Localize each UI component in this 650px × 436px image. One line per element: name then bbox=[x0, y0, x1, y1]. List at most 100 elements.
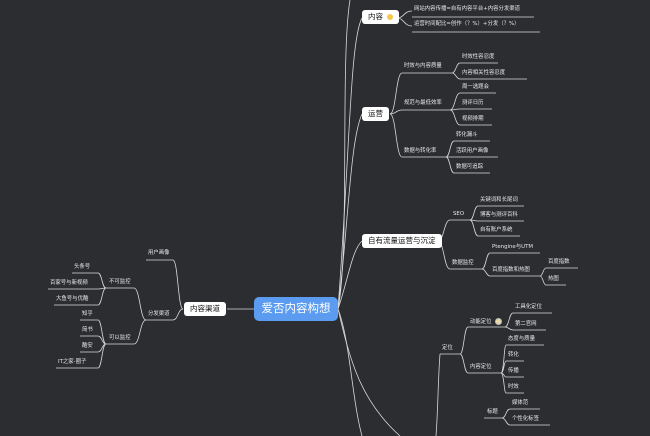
underline-unmon-items bbox=[48, 272, 98, 306]
mon-item-2[interactable]: 简书 bbox=[82, 327, 93, 333]
link-seo-items bbox=[469, 205, 479, 237]
underline-op-g3-items bbox=[454, 140, 498, 174]
traffic-monitor[interactable]: 数据监控 bbox=[452, 260, 474, 266]
unmon-item-1[interactable]: 头条号 bbox=[74, 264, 91, 270]
underline-seo-items bbox=[478, 205, 524, 237]
op-group-1[interactable]: 时效与内容质量 bbox=[404, 63, 442, 69]
baidu-item-2[interactable]: 热图 bbox=[548, 276, 559, 282]
link-dynamic-items bbox=[504, 312, 514, 331]
link-root-bottom bbox=[337, 308, 363, 436]
mon-item-4[interactable]: IT之家-圈子 bbox=[58, 359, 87, 365]
link-op-g2-items bbox=[449, 92, 461, 126]
op-group-2[interactable]: 规范与最低效率 bbox=[404, 100, 442, 106]
link-unmon-items bbox=[97, 272, 107, 306]
link-op-g2 bbox=[389, 109, 403, 115]
op-g3-item-2[interactable]: 活跃用户画像 bbox=[456, 148, 489, 154]
link-content-1 bbox=[396, 10, 413, 19]
op-g2-item-2[interactable]: 测评日历 bbox=[462, 100, 484, 106]
dist-unmonitorable[interactable]: 不可监控 bbox=[109, 279, 131, 285]
unmon-item-3[interactable]: 大鱼号与优酷 bbox=[56, 296, 89, 302]
op-g1-item-1[interactable]: 时效性容忍度 bbox=[462, 54, 495, 60]
content-pos-item-4[interactable]: 时效 bbox=[508, 384, 519, 390]
seo-item-2[interactable]: 博客与测评百科 bbox=[480, 212, 518, 218]
unmon-item-2[interactable]: 百家号与新视频 bbox=[50, 280, 88, 286]
link-content-2 bbox=[396, 17, 413, 27]
op-g2-item-1[interactable]: 周一选题会 bbox=[462, 84, 489, 90]
seo-item-3[interactable]: 自有账户系统 bbox=[480, 227, 513, 233]
channels-distribution[interactable]: 分发渠道 bbox=[148, 311, 170, 317]
link-baidu-items bbox=[539, 267, 547, 286]
seo-item-1[interactable]: 关键词和长尾词 bbox=[480, 197, 518, 203]
link-root-bottom2 bbox=[337, 308, 401, 436]
underline-mon-items bbox=[56, 319, 98, 369]
underline-channels bbox=[146, 259, 173, 321]
traffic-seo[interactable]: SEO bbox=[453, 211, 465, 217]
link-root-traffic bbox=[337, 240, 363, 310]
root-topic[interactable]: 爱否内容构想 bbox=[254, 297, 338, 321]
topic-content[interactable]: 内容 bbox=[362, 10, 399, 24]
link-op-g3 bbox=[389, 113, 403, 158]
link-dist-groups bbox=[133, 287, 147, 345]
star-icon bbox=[387, 14, 393, 20]
link-channels-dist bbox=[172, 308, 184, 321]
link-position-children bbox=[459, 326, 469, 374]
underline-dist-groups bbox=[106, 287, 134, 345]
position-dynamic[interactable]: 动能定位 bbox=[470, 318, 502, 325]
monitor-baidu[interactable]: 百度指数和热图 bbox=[492, 267, 530, 273]
underline-op-g2-items bbox=[460, 92, 496, 126]
underline-content bbox=[412, 16, 540, 33]
mon-item-3[interactable]: 酷安 bbox=[82, 343, 93, 349]
link-root-operation bbox=[337, 113, 363, 310]
star-icon bbox=[494, 318, 502, 325]
content-pos-item-1[interactable]: 态度与质量 bbox=[508, 336, 535, 342]
topic-operation[interactable]: 运营 bbox=[362, 107, 389, 121]
op-g1-item-2[interactable]: 内容相关性容忍度 bbox=[462, 70, 506, 76]
content-item-1[interactable]: 网站内容传播=自有内容平台+内容分发渠道 bbox=[414, 6, 521, 12]
dist-monitorable[interactable]: 可以监控 bbox=[109, 335, 131, 341]
topic-channels[interactable]: 内容渠道 bbox=[184, 302, 226, 316]
link-root-top bbox=[337, 0, 351, 310]
position-title[interactable]: 标题 bbox=[487, 409, 498, 415]
link-title-items bbox=[501, 408, 511, 426]
mon-item-1[interactable]: 知乎 bbox=[82, 311, 93, 317]
link-op-g3-items bbox=[445, 140, 455, 174]
content-pos-item-3[interactable]: 传播 bbox=[508, 368, 519, 374]
underline-title-items bbox=[510, 408, 550, 426]
link-op-g1 bbox=[389, 72, 403, 115]
topic-content-label: 内容 bbox=[368, 12, 383, 21]
underline-traffic bbox=[450, 219, 482, 270]
baidu-item-1[interactable]: 百度指数 bbox=[548, 259, 570, 265]
underline-op-groups bbox=[402, 72, 452, 158]
op-g3-item-3[interactable]: 数据可追踪 bbox=[456, 164, 483, 170]
op-g2-item-3[interactable]: 视频排期 bbox=[462, 116, 484, 122]
channels-user-profile[interactable]: 用户画像 bbox=[148, 250, 170, 256]
topic-traffic[interactable]: 自有流量运营与沉淀 bbox=[362, 234, 442, 248]
title-item-1[interactable]: 媒体范 bbox=[512, 400, 529, 406]
underline-op-g1-items bbox=[460, 62, 527, 80]
underline-monitor-items bbox=[490, 252, 540, 277]
op-g3-item-1[interactable]: 转化漏斗 bbox=[456, 132, 478, 138]
position-dynamic-label: 动能定位 bbox=[470, 319, 492, 325]
link-op-g1-items bbox=[451, 62, 461, 80]
monitor-ptengine[interactable]: Ptengine与UTM bbox=[492, 244, 534, 250]
link-mon-items bbox=[97, 319, 107, 369]
link-channels-user bbox=[172, 259, 184, 310]
position-content[interactable]: 内容定位 bbox=[470, 364, 492, 370]
underline-content-pos-items bbox=[506, 344, 544, 394]
link-monitor-items bbox=[481, 252, 491, 277]
content-pos-item-2[interactable]: 转化 bbox=[508, 352, 519, 358]
underline-position-children bbox=[468, 326, 505, 374]
op-group-3[interactable]: 数据与转化率 bbox=[404, 148, 437, 154]
dynamic-item-1[interactable]: 工具化定位 bbox=[515, 304, 542, 310]
link-content-pos-items bbox=[500, 344, 507, 394]
title-item-2[interactable]: 个性化标签 bbox=[512, 416, 539, 422]
topic-position[interactable]: 定位 bbox=[442, 345, 453, 351]
content-item-2[interactable]: 运营时间配比=创作（？%）+分发（？%） bbox=[414, 21, 520, 27]
link-position-down bbox=[435, 353, 441, 436]
dynamic-item-2[interactable]: 第二官网 bbox=[515, 321, 537, 327]
underline-dynamic-items bbox=[513, 312, 552, 331]
link-root-content bbox=[337, 17, 363, 310]
underline-baidu-items bbox=[546, 267, 578, 286]
